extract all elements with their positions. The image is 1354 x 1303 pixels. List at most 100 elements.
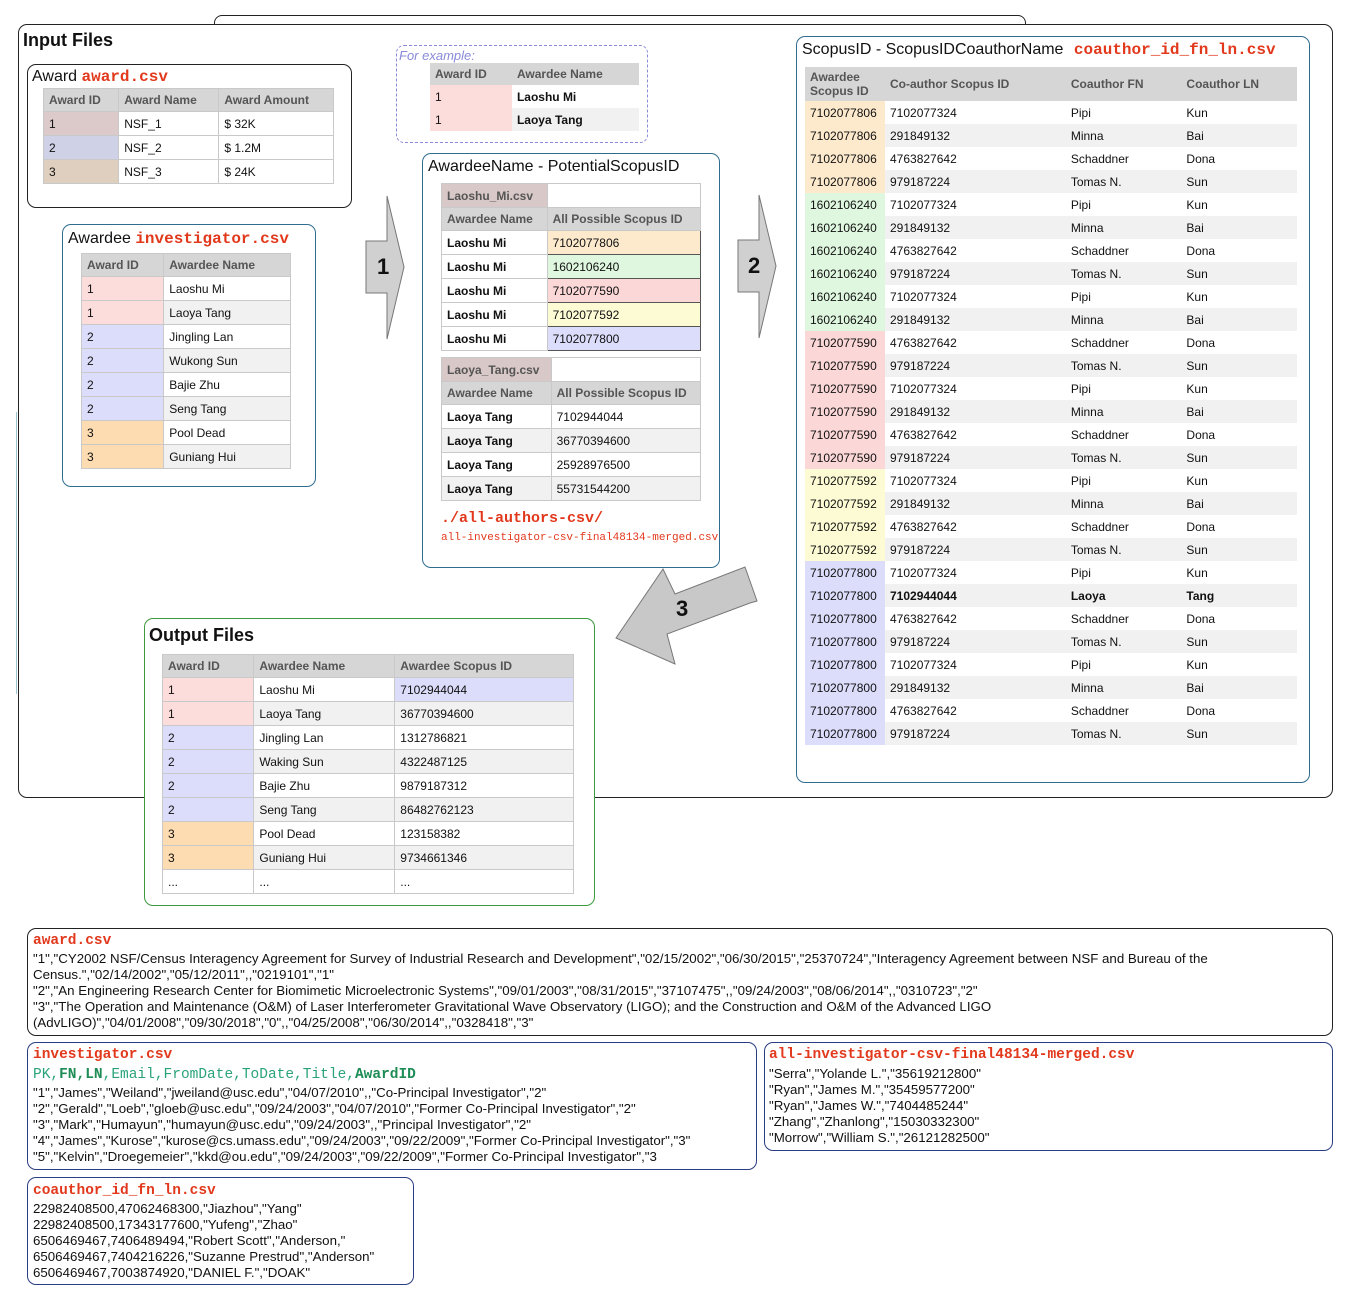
laoya-id-cell: 25928976500: [550, 452, 702, 477]
merged-csv-line: "Ryan","James W.","7404485244": [769, 1098, 969, 1113]
award-csv-box: [27, 928, 1333, 1036]
award-cell: $ 1.2M: [218, 135, 334, 160]
coauthor-cell: Minna: [1065, 492, 1182, 515]
output-cell: 2: [161, 773, 255, 798]
coauthor-cell: Bai: [1181, 124, 1297, 147]
coauthor-cell: Tomas N.: [1065, 170, 1182, 193]
coauthor-cell: 979187224: [885, 262, 1066, 285]
award-label: Award: [32, 68, 78, 85]
laoshu-id-cell: 7102077592: [546, 302, 702, 327]
coauthor-cell: 1602106240: [805, 239, 885, 262]
coauthor-cell: 7102077590: [805, 446, 885, 469]
coauthor-cell: 1602106240: [805, 308, 885, 331]
output-cell: ...: [253, 869, 396, 894]
coauthor-cell: 7102944044: [885, 584, 1066, 607]
award-header-cell: Award Name: [118, 88, 220, 112]
coauthor-cell: 7102077806: [805, 101, 885, 124]
award-header-cell: Award Amount: [218, 88, 334, 112]
coauthor-header-cell: Coauthor FN: [1065, 67, 1182, 101]
coauthor-cell: 7102077806: [805, 147, 885, 170]
coauthor-header-cell: Co-author Scopus ID: [885, 67, 1066, 101]
coauthor-cell: Minna: [1065, 400, 1182, 423]
coauthor-cell: 1602106240: [805, 262, 885, 285]
investigator-schema: PK,FN,LN,Email,FromDate,ToDate,Title,Awa…: [33, 1067, 416, 1083]
laoshu-header-cell: All Possible Scopus ID: [546, 207, 702, 231]
coauthor-cell: Pipi: [1070, 289, 1091, 304]
awardee-cell: Jingling Lan: [163, 324, 291, 349]
coauthor-cell: 7102077800: [805, 699, 885, 722]
awardee-cell: Seng Tang: [163, 396, 291, 421]
coauthor-cell: Dona: [1186, 151, 1216, 166]
awardee-header-cell: Award ID: [80, 253, 165, 277]
coauthor-cell: Sun: [1181, 722, 1297, 745]
output-cell: 2: [161, 749, 255, 774]
output-header-cell: Awardee Scopus ID: [394, 654, 574, 678]
coauthor-cell: 7102077592: [805, 492, 885, 515]
output-header-cell: Award ID: [161, 654, 255, 678]
output-cell: 1312786821: [394, 725, 574, 750]
coauthor-cell: Dona: [1186, 703, 1216, 718]
awardee-cell: Laoshu Mi: [163, 276, 291, 301]
coauthor-cell: 7102077590: [805, 400, 885, 423]
coauthor-cell: 7102077800: [805, 653, 885, 676]
arrow-two-label: 2: [748, 253, 761, 278]
laoya-header-cell: All Possible Scopus ID: [550, 381, 702, 405]
coauthor-cell: Bai: [1181, 308, 1297, 331]
coauthor-cell: 7102077324: [890, 657, 957, 672]
output-cell: Laoya Tang: [253, 701, 396, 726]
coauthor-cell: 4763827642: [890, 427, 957, 442]
output-cell: 7102944044: [394, 677, 574, 702]
awardee-cell: 1: [80, 276, 165, 301]
output-cell: Seng Tang: [253, 797, 396, 822]
coauthor-cell: Sun: [1181, 630, 1297, 653]
investigator-csv-line: "1","James","Weiland","jweiland@usc.edu"…: [33, 1085, 547, 1100]
coauthor-cell: 979187224: [885, 170, 1066, 193]
awardee-cell: Laoya Tang: [163, 300, 291, 325]
example-header-cell: Award ID: [430, 63, 512, 85]
laoshu-name-cell: Laoshu Mi: [441, 254, 548, 279]
output-cell: Guniang Hui: [253, 845, 396, 870]
coauthor-csv-line: 22982408500,17343177600,"Yufeng","Zhao": [33, 1217, 298, 1232]
output-cell: 36770394600: [394, 701, 574, 726]
coauthor-cell: Schaddner: [1070, 335, 1129, 350]
arrow-three-label: 3: [676, 596, 689, 621]
authors-path: ./all-authors-csv/: [441, 510, 604, 527]
coauthor-csv-line: 6506469467,7406489494,"Robert Scott","An…: [33, 1233, 346, 1248]
coauthor-cell: 979187224: [885, 630, 1066, 653]
coauthor-cell: Pipi: [1070, 197, 1091, 212]
potential-scopus-title: AwardeeName - PotentialScopusID: [428, 158, 680, 175]
output-cell: Bajie Zhu: [253, 773, 396, 798]
coauthor-cell: Pipi: [1070, 473, 1091, 488]
arrow-two-icon: [737, 194, 777, 339]
investigator-csv-content: "1","James","Weiland","jweiland@usc.edu"…: [33, 1085, 690, 1165]
coauthor-cell: Sun: [1181, 262, 1297, 285]
coauthor-cell: Laoya: [1065, 584, 1182, 607]
laoshu-name-cell: Laoshu Mi: [441, 278, 548, 303]
coauthor-csv-box: [27, 1177, 414, 1285]
output-cell: 1: [161, 677, 255, 702]
merged-csv-line: "Morrow","William S.","26121282500": [769, 1130, 990, 1145]
coauthor-cell: 4763827642: [890, 611, 957, 626]
awardee-cell: Pool Dead: [163, 420, 291, 445]
coauthor-cell: 7102077592: [805, 538, 885, 561]
award-csv-content: "1","CY2002 NSF/Census Interagency Agree…: [33, 951, 1208, 1031]
output-cell: 3: [161, 821, 255, 846]
output-files-title: Output Files: [149, 625, 254, 645]
schema-part-fnln: FN,LN: [59, 1067, 103, 1083]
